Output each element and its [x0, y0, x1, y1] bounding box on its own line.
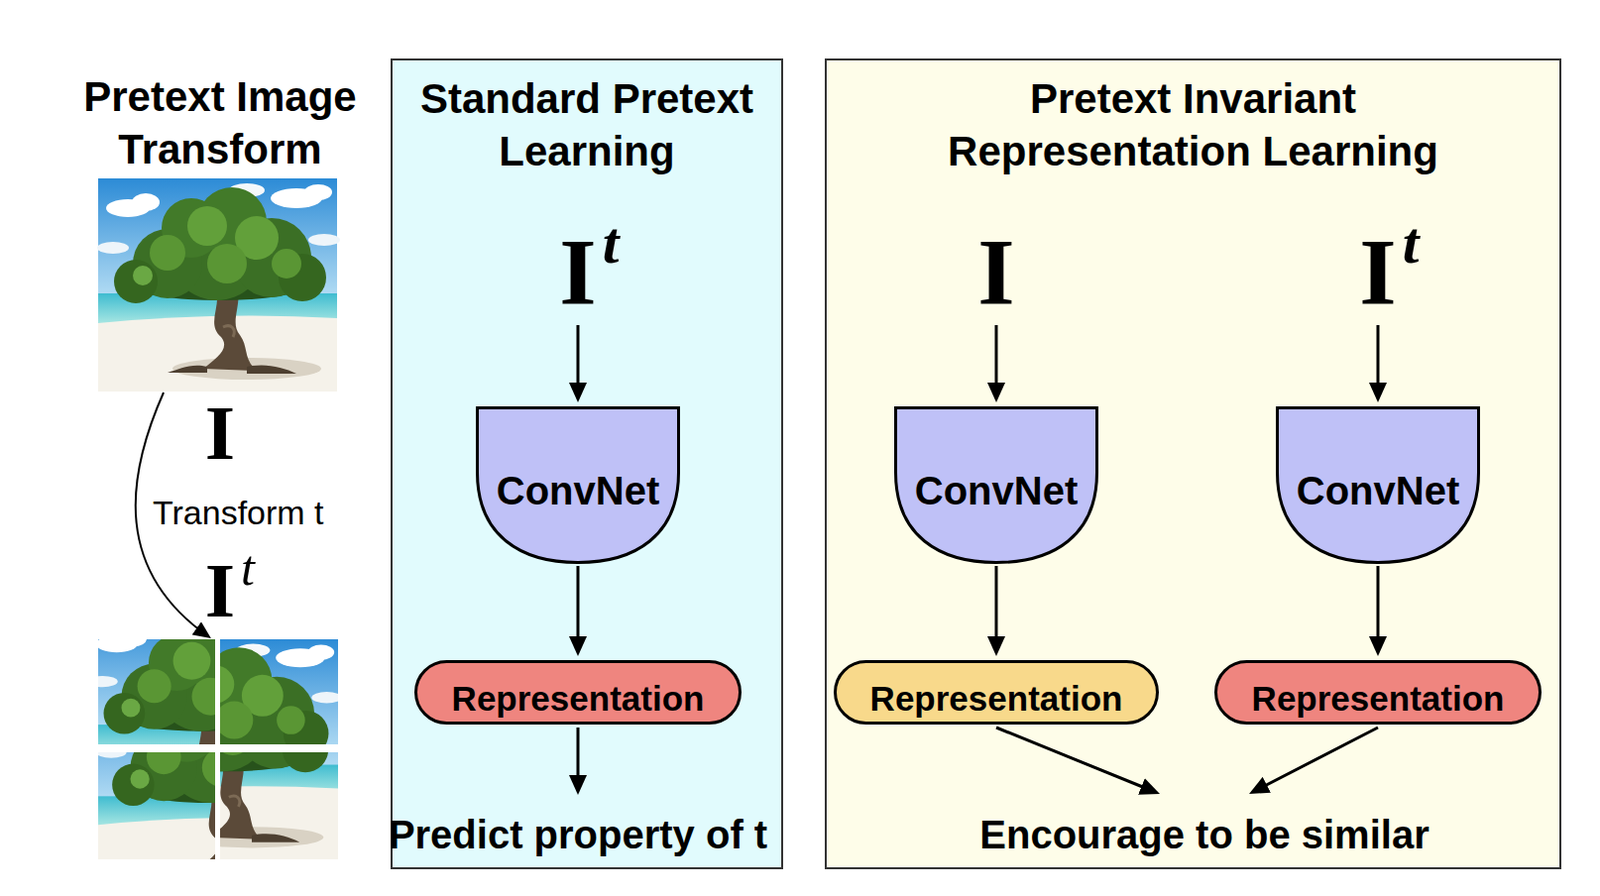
block-label: ConvNet	[914, 453, 1078, 518]
image-symbol: It	[1359, 213, 1419, 321]
convnet-block: ConvNet	[894, 406, 1099, 565]
convnet-block: ConvNet	[475, 406, 681, 565]
superscript: t	[240, 543, 255, 593]
objective-label: Predict property of t	[388, 800, 768, 857]
image-symbol: It	[559, 213, 619, 321]
transform-label: Transform t	[150, 492, 327, 534]
superscript: t	[1402, 201, 1420, 273]
image-symbol: I	[205, 552, 235, 630]
objective-label: Encourage to be similar	[979, 800, 1429, 857]
representation-pill: Representation	[833, 660, 1159, 725]
source-image	[97, 178, 341, 392]
panel-title: Pretext Invariant Representation Learnin…	[915, 60, 1472, 178]
image-symbol: I	[205, 394, 235, 472]
representation-pill: Representation	[1214, 660, 1542, 725]
pretext-panel: Standard Pretext LearningItConvNetRepres…	[390, 58, 784, 870]
objective-text: Encourage to be similar	[979, 810, 1429, 859]
image-symbol: I	[977, 213, 1015, 321]
symbol-letter: I	[1359, 213, 1396, 321]
block-label: ConvNet	[1296, 453, 1460, 518]
convnet-outline	[477, 408, 680, 564]
convnet-outline	[1277, 408, 1480, 564]
column-title: Pretext Image Transform	[71, 70, 369, 176]
symbol-letter: I	[977, 213, 1015, 321]
convnet-outline	[896, 408, 1098, 564]
panel-title: Standard Pretext Learning	[398, 60, 776, 178]
convnet-block: ConvNet	[1275, 406, 1481, 565]
objective-text: Predict property of t	[388, 810, 768, 859]
symbol-letter: I	[559, 213, 596, 321]
pill-label: Representation	[452, 660, 705, 725]
block-label: ConvNet	[496, 453, 660, 518]
superscript: t	[602, 201, 620, 273]
pill-label: Representation	[1252, 660, 1505, 725]
pretext-panel: Pretext Invariant Representation Learnin…	[824, 58, 1562, 870]
illustration-part	[107, 654, 342, 860]
pill-label: Representation	[870, 660, 1124, 725]
image-tile	[107, 654, 342, 860]
representation-pill: Representation	[414, 660, 742, 725]
